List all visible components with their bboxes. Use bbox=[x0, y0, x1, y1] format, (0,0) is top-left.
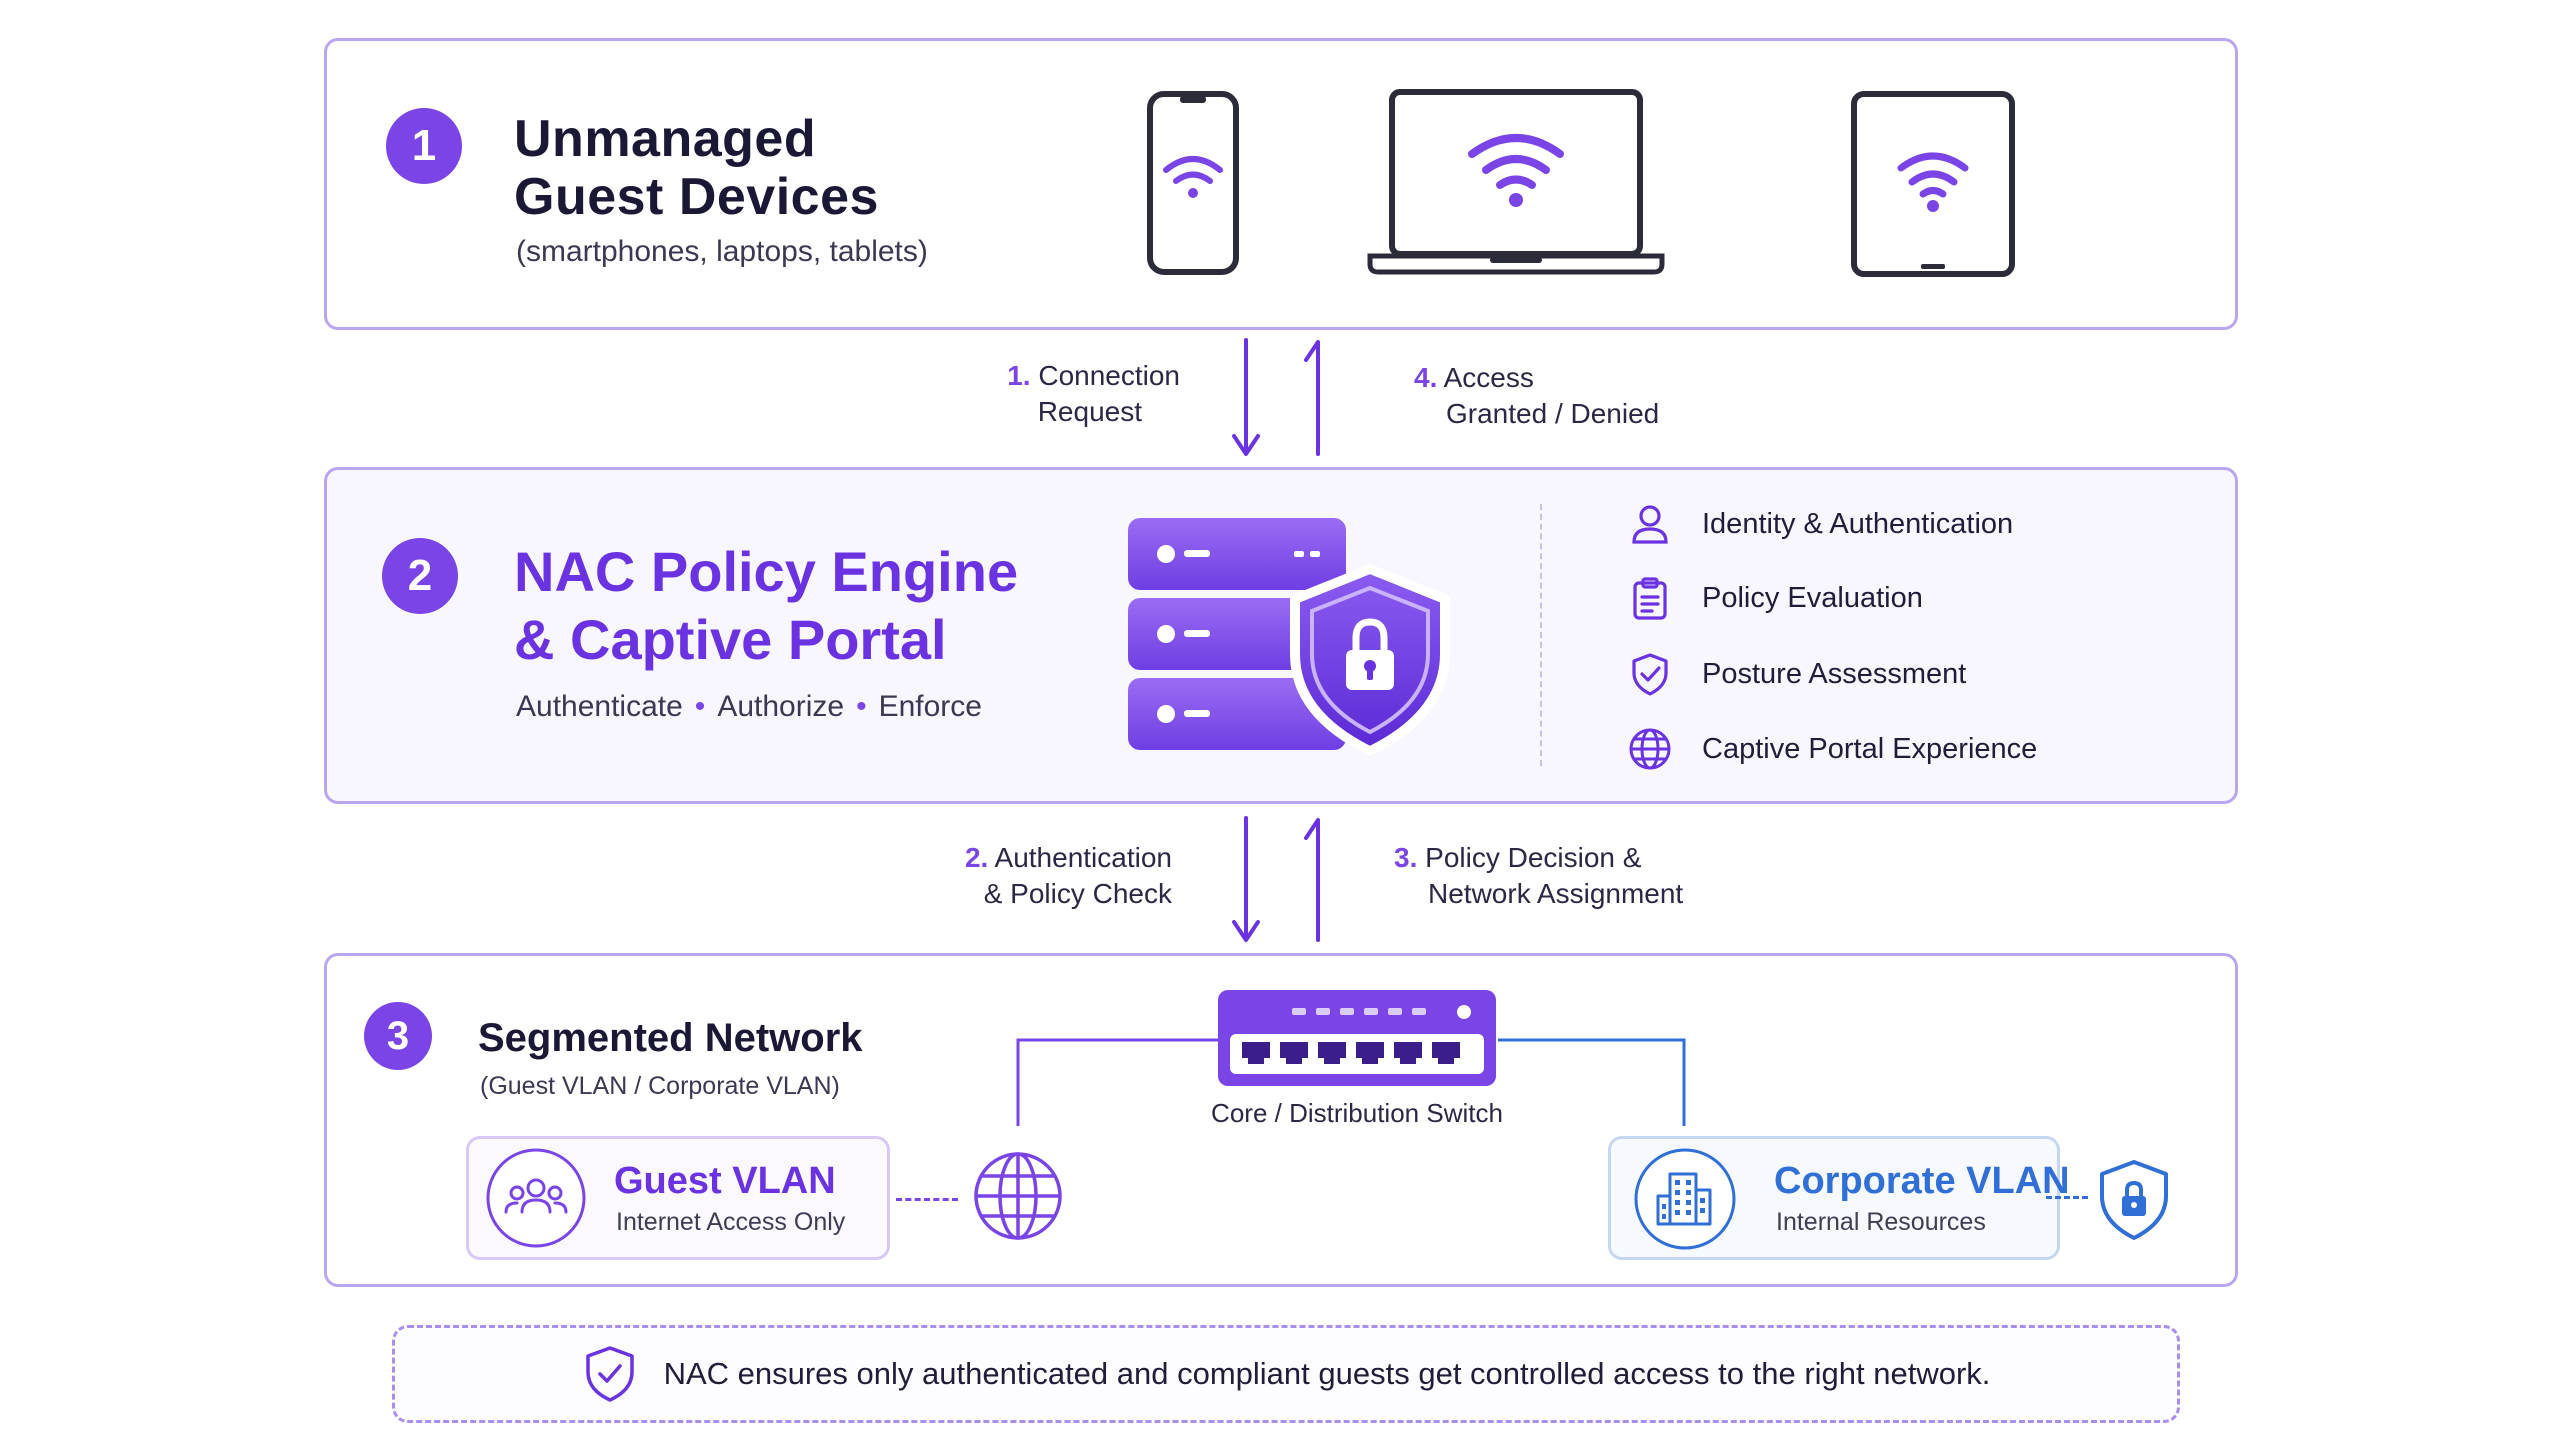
corporate-vlan-subtitle: Internal Resources bbox=[1776, 1208, 1986, 1236]
shield-lock-icon bbox=[2100, 1160, 2168, 1240]
panel-2-subtitle: Authenticate•Authorize•Enforce bbox=[516, 690, 982, 723]
network-switch-icon bbox=[1218, 990, 1496, 1086]
flow-arrows-bottom bbox=[1232, 816, 1320, 942]
globe-icon bbox=[1629, 728, 1671, 770]
flow-label-connection-request: 1. Connection Request bbox=[1007, 360, 1180, 427]
panel-3-title: Segmented Network bbox=[478, 1016, 863, 1060]
panel-2-title-line2: & Captive Portal bbox=[514, 608, 947, 671]
feature-posture-assessment: Posture Assessment bbox=[1628, 650, 1966, 698]
footer-note: NAC ensures only authenticated and compl… bbox=[392, 1325, 2180, 1423]
building-icon bbox=[1634, 1148, 1736, 1250]
switch-connectors bbox=[1016, 1038, 1686, 1126]
flow-label-authentication-check: 2. Authentication & Policy Check bbox=[964, 842, 1172, 909]
flow-label-policy-decision: 3. Policy Decision & Network Assignment bbox=[1394, 842, 1684, 909]
guest-vlan-link bbox=[896, 1198, 958, 1201]
panel-2-title-line1: NAC Policy Engine bbox=[514, 540, 1019, 603]
corporate-vlan-title: Corporate VLAN bbox=[1774, 1160, 2070, 1202]
flow-arrows-top bbox=[1232, 338, 1320, 456]
panel-3-subtitle: (Guest VLAN / Corporate VLAN) bbox=[480, 1072, 840, 1100]
feature-identity-authentication: Identity & Authentication bbox=[1628, 500, 2013, 548]
step-2-badge: 2 bbox=[382, 538, 458, 614]
tablet-wifi-icon bbox=[1851, 91, 2015, 277]
feature-captive-portal-experience: Captive Portal Experience bbox=[1628, 725, 2037, 773]
flow-label-access-granted: 4. Access Granted / Denied bbox=[1414, 362, 1660, 429]
server-shield-icon bbox=[1128, 518, 1450, 756]
switch-label: Core / Distribution Switch bbox=[1211, 1098, 1503, 1128]
clipboard-icon bbox=[1633, 577, 1667, 620]
users-icon bbox=[486, 1148, 586, 1248]
shield-check-icon bbox=[585, 1346, 634, 1402]
shield-check-icon bbox=[1632, 653, 1668, 696]
footer-text: NAC ensures only authenticated and compl… bbox=[663, 1356, 1991, 1391]
guest-vlan-subtitle: Internet Access Only bbox=[616, 1208, 846, 1236]
internet-globe-icon bbox=[974, 1152, 1062, 1240]
smartphone-wifi-icon bbox=[1147, 91, 1239, 275]
corporate-vlan-link bbox=[2046, 1196, 2088, 1199]
user-icon bbox=[1632, 505, 1668, 544]
guest-vlan-title: Guest VLAN bbox=[614, 1160, 836, 1202]
step-3-badge: 3 bbox=[364, 1002, 432, 1070]
laptop-wifi-icon bbox=[1367, 89, 1665, 275]
panel-1-title-line2: Guest Devices bbox=[514, 168, 879, 226]
panel-1-title-line1: Unmanaged bbox=[514, 110, 817, 168]
step-1-badge: 1 bbox=[386, 108, 462, 184]
feature-policy-evaluation: Policy Evaluation bbox=[1628, 574, 1923, 622]
panel-1-subtitle: (smartphones, laptops, tablets) bbox=[516, 235, 928, 268]
features-divider bbox=[1540, 504, 1542, 766]
